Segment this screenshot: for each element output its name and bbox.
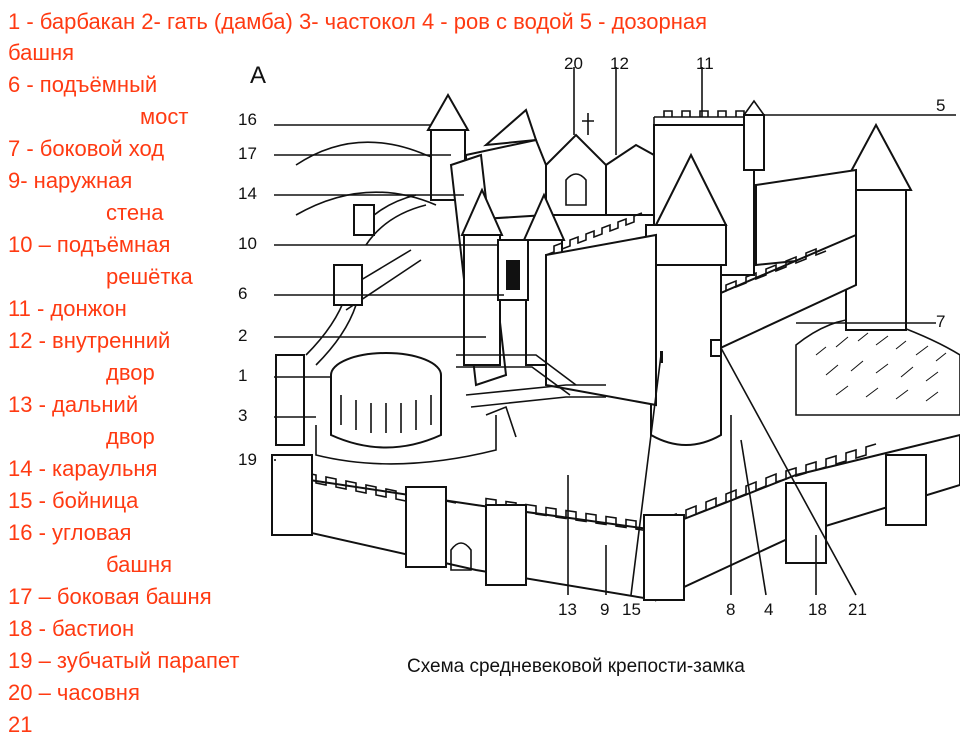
chapel-window [565, 173, 587, 206]
label-21: 21 [848, 600, 867, 619]
legend-item-16-cont: башня [106, 552, 173, 577]
corner-tower-roof [426, 92, 470, 131]
legend-item-13: 13 - дальний [8, 392, 139, 417]
label-7: 7 [936, 312, 945, 331]
legend-item-14: 14 - караульня [8, 456, 158, 481]
legend-item-19: 19 – зубчатый парапет [8, 648, 240, 673]
rock-hatching [815, 332, 947, 402]
legend-item-9-cont: стена [106, 200, 164, 225]
hill-line [295, 191, 437, 216]
barbican-side-tower [275, 354, 305, 446]
rear-building-roof [482, 108, 538, 147]
guard-tower-right-roof [522, 192, 566, 241]
legend-item-10-cont: решётка [106, 264, 193, 289]
legend-item-20: 20 – часовня [8, 680, 140, 705]
inner-wall-crenels [715, 247, 827, 296]
legend-item-15: 15 - бойница [8, 488, 139, 513]
bastion-mid [485, 504, 527, 586]
label-3: 3 [238, 406, 247, 425]
legend-item-10: 10 – подъёмная [8, 232, 171, 257]
legend-item-6: 6 - подъёмный [8, 72, 158, 97]
label-13: 13 [558, 600, 577, 619]
label-17: 17 [238, 144, 257, 163]
label-16: 16 [238, 110, 257, 129]
legend-item-9: 9- наружная [8, 168, 133, 193]
guard-tower-left [463, 234, 501, 366]
label-18: 18 [808, 600, 827, 619]
castle-diagram: A [238, 55, 960, 619]
panel-letter: A [250, 62, 266, 89]
middle-curtain-wall [545, 233, 657, 407]
legend-item-7: 7 - боковой ход [8, 136, 165, 161]
legend-line-1-cont: башня [8, 40, 75, 65]
label-9: 9 [600, 600, 609, 619]
label-14: 14 [238, 184, 257, 203]
guard-tower-left-roof [460, 187, 504, 236]
label-4: 4 [764, 600, 773, 619]
curtain-crenels [545, 212, 643, 256]
legend-item-16: 16 - угловая [8, 520, 132, 545]
watch-tower [743, 114, 765, 171]
legend-item-12: 12 - внутренний [8, 328, 171, 353]
outer-gate [450, 542, 472, 571]
palisade [315, 415, 497, 465]
label-5: 5 [936, 96, 945, 115]
bastion-left [271, 454, 313, 536]
legend-item-6-cont: мост [140, 104, 189, 129]
bastion-center [643, 514, 685, 601]
left-upper-tower [353, 204, 375, 236]
chapel-cross [582, 113, 594, 135]
legend-item-13-cont: двор [106, 424, 155, 449]
label-10: 10 [238, 234, 257, 253]
legend-item-11: 11 - донжон [8, 296, 127, 321]
palisade-gate [485, 405, 517, 438]
watch-tower-roof [743, 99, 765, 116]
donjon-battlements [653, 110, 755, 126]
side-gate [710, 339, 722, 357]
outer-wall-front [275, 473, 657, 602]
main-tower [650, 264, 722, 446]
label-12: 12 [610, 55, 629, 73]
label-20: 20 [564, 55, 583, 73]
bastion-gate [405, 486, 447, 568]
stairway [465, 384, 606, 408]
bastion-far-right [885, 454, 927, 526]
label-1: 1 [238, 366, 247, 385]
outer-wall-crenels-right [655, 443, 877, 531]
main-tower-top [645, 224, 727, 266]
label-15: 15 [622, 600, 641, 619]
label-6: 6 [238, 284, 247, 303]
label-11: 11 [696, 55, 714, 73]
portcullis [506, 260, 520, 290]
leader-lines [274, 67, 956, 596]
legend-item-17: 17 – боковая башня [8, 584, 212, 609]
rock-hill [795, 317, 960, 416]
bastion-right [785, 482, 827, 564]
legend-item-12-cont: двор [106, 360, 155, 385]
label-19: 19 [238, 450, 257, 469]
diagram-caption: Схема средневековой крепости-замка [407, 656, 745, 677]
label-2: 2 [238, 326, 247, 345]
barbican-arches [340, 395, 432, 433]
chapel [545, 133, 607, 216]
left-small-tower [333, 264, 363, 306]
inner-court-building [605, 143, 655, 216]
label-8: 8 [726, 600, 735, 619]
legend-item-21: 21 [8, 712, 33, 737]
outer-wall-crenels-mid [475, 497, 657, 532]
legend-line-1: 1 - барбакан 2- гать (дамба) 3- частокол… [8, 9, 708, 34]
legend-item-18: 18 - бастион [8, 616, 135, 641]
